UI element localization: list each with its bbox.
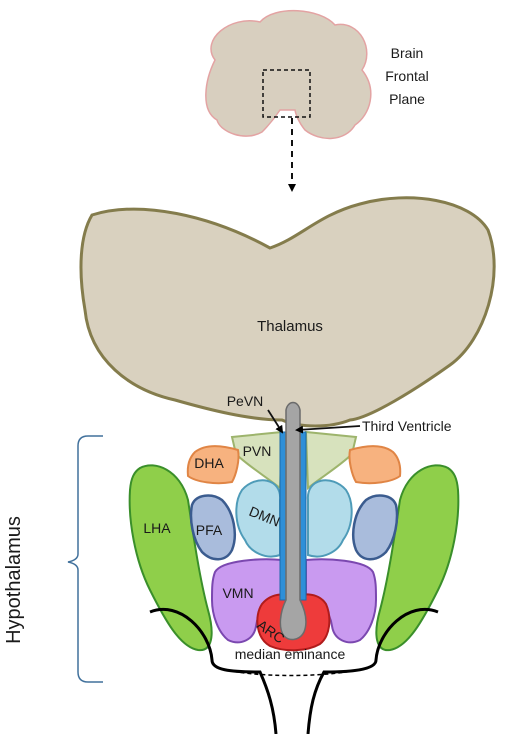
median-eminence-label: median eminance (235, 646, 346, 662)
thalamus-region (81, 198, 494, 426)
dmn-region-right (308, 480, 352, 556)
brain-label-line2: Frontal (385, 68, 429, 84)
pfa-label: PFA (196, 522, 223, 538)
brain-label-line3: Plane (389, 91, 425, 107)
hypothalamus-bracket (68, 436, 103, 682)
brain-frontal-section (206, 11, 371, 139)
pevn-label: PeVN (227, 393, 264, 409)
lha-region-left (130, 465, 212, 650)
dha-label: DHA (194, 455, 224, 471)
pvn-region-right (306, 432, 356, 488)
brain-label-line1: Brain (391, 45, 424, 61)
third-ventricle-label: Third Ventricle (362, 418, 452, 434)
pfa-region-right (353, 496, 397, 560)
pvn-label: PVN (243, 443, 272, 459)
thalamus-label: Thalamus (257, 318, 323, 335)
lha-label: LHA (143, 520, 171, 536)
lha-region-right (376, 465, 458, 650)
dha-region-right (349, 446, 400, 483)
hypothalamus-label: Hypothalamus (3, 516, 25, 644)
pvn-region-left (232, 432, 282, 488)
vmn-label: VMN (222, 585, 253, 601)
